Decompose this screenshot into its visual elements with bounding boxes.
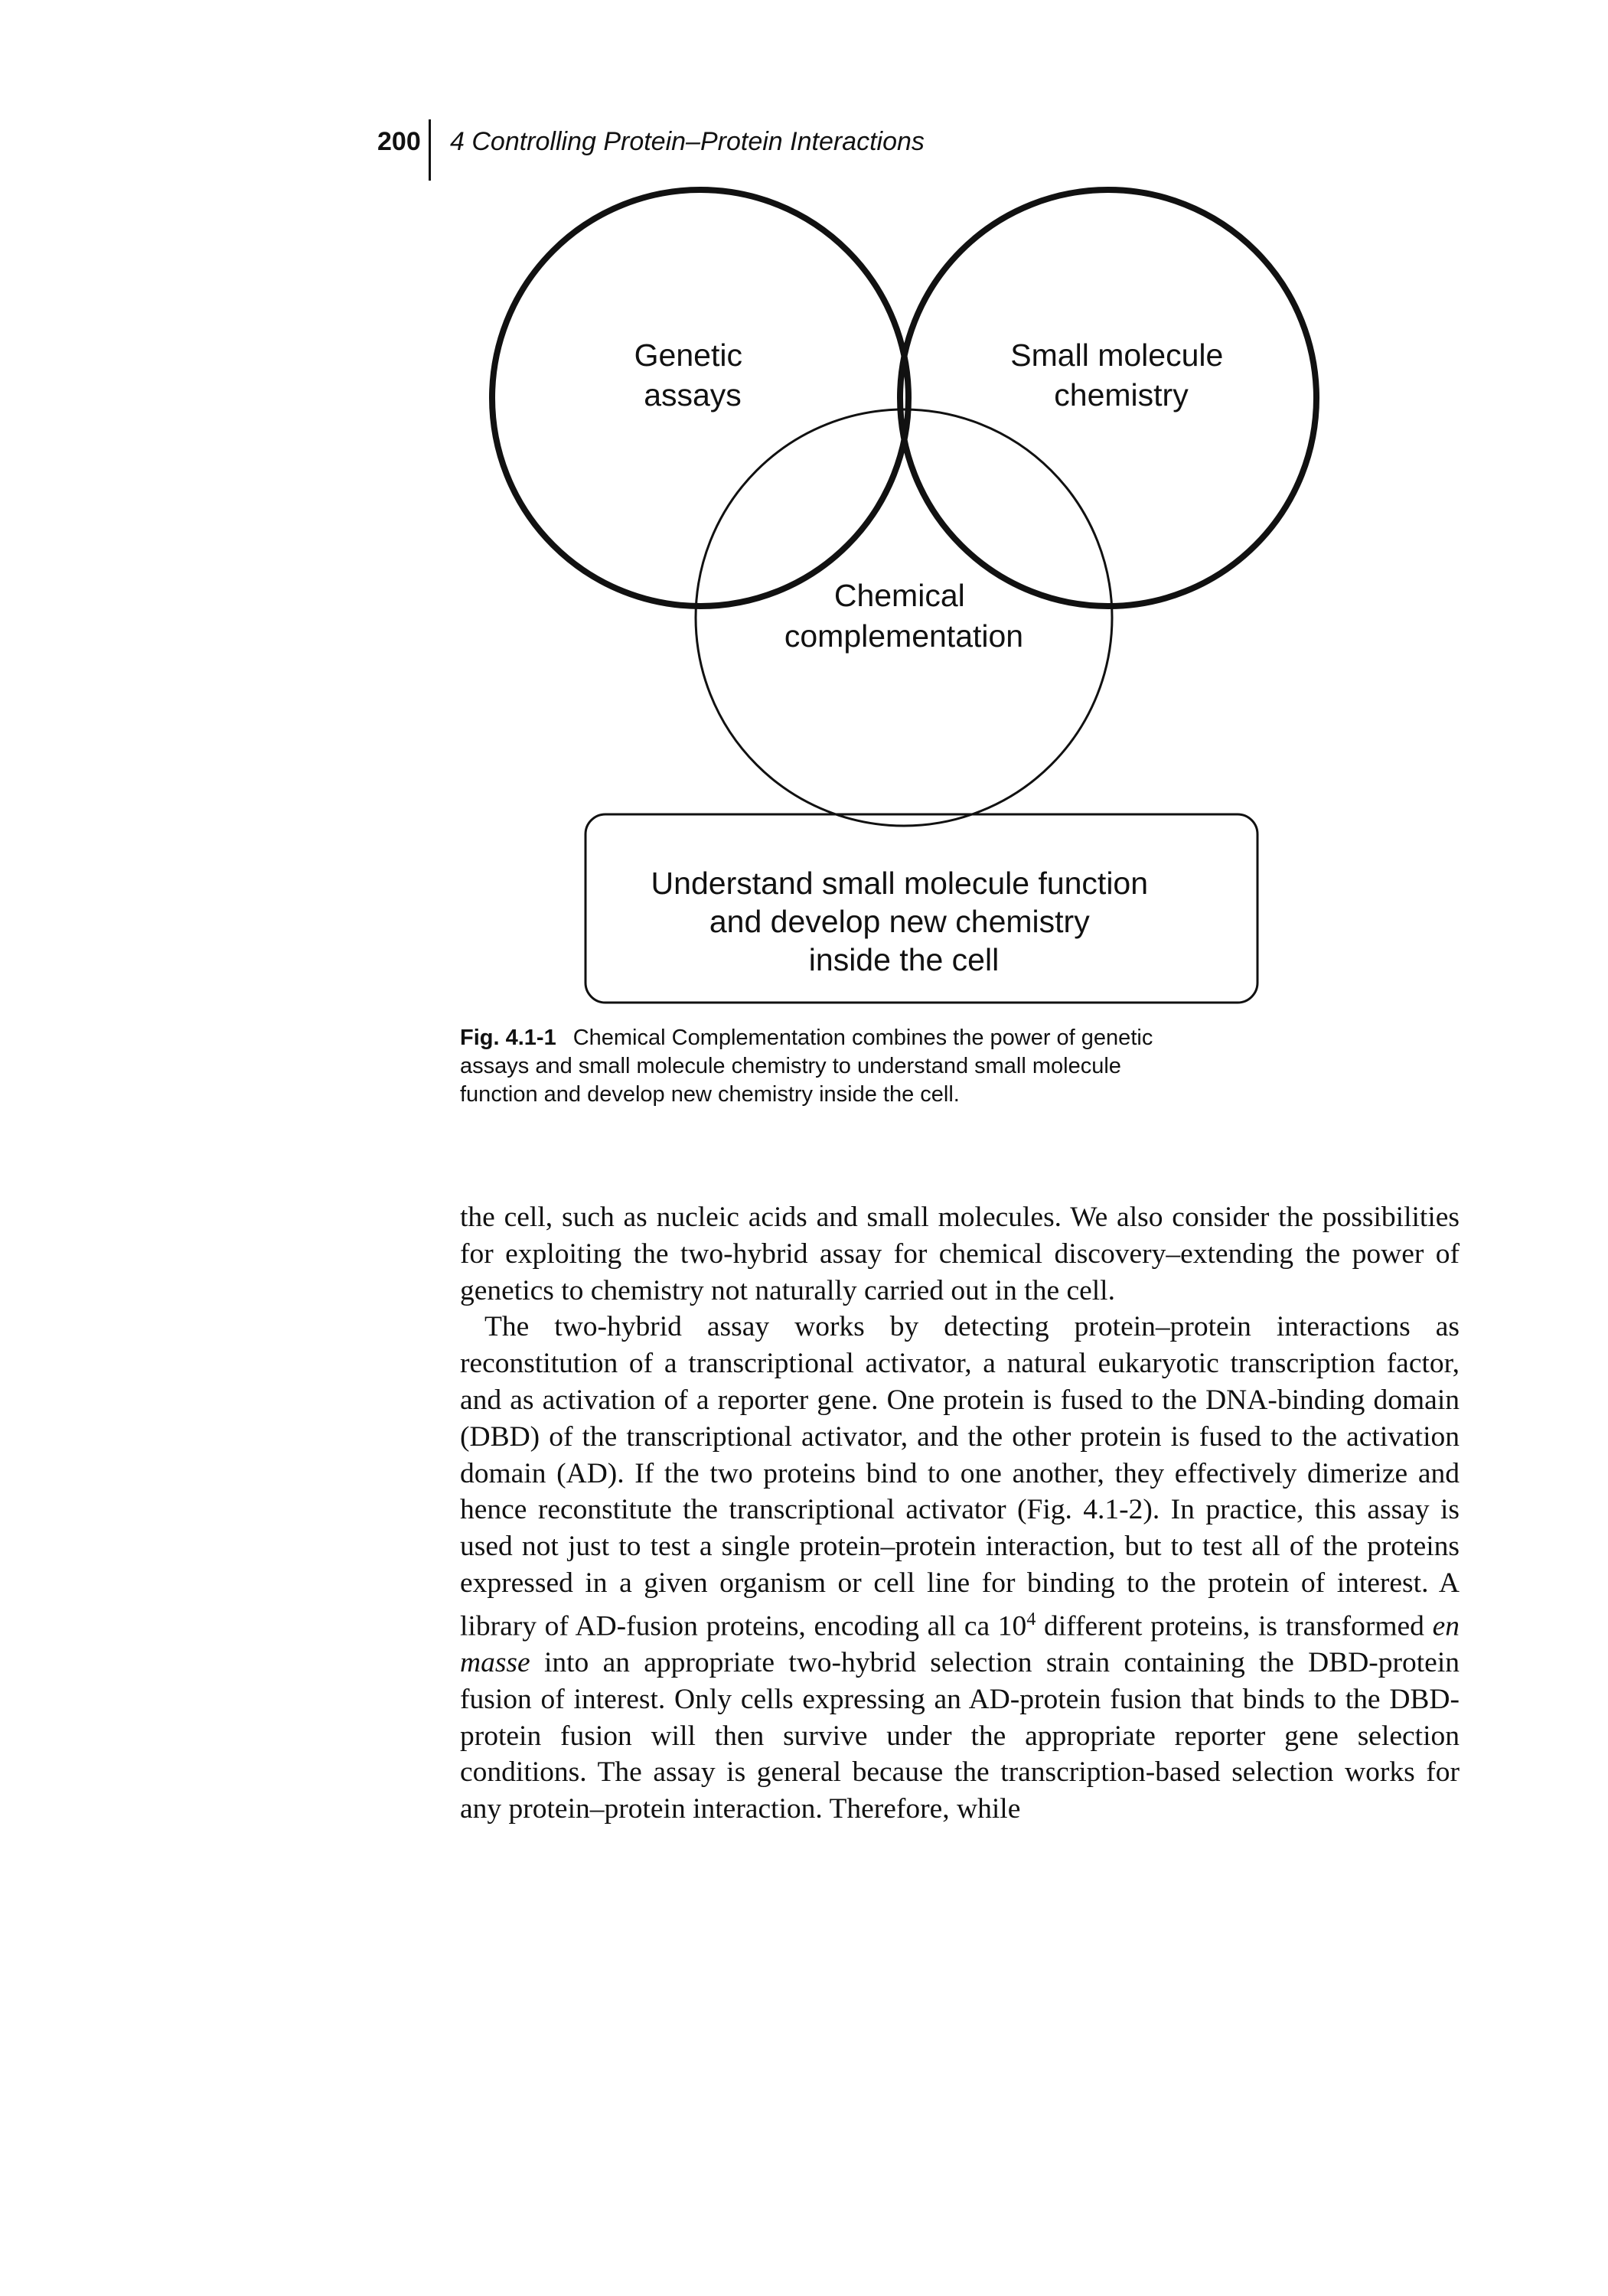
- header-rule: [429, 119, 431, 181]
- circle-chemical-complementation: [694, 408, 1114, 827]
- circle-small-molecule-label: Small molecule chemistry: [1010, 338, 1231, 413]
- paragraph-text: the cell, such as nucleic acids and smal…: [460, 1202, 1460, 1306]
- circle-small-molecule-chemistry: [897, 187, 1319, 609]
- superscript: 4: [1026, 1609, 1036, 1629]
- figure-caption-text: Chemical Complementation combines the po…: [460, 1026, 1153, 1107]
- body-text: the cell, such as nucleic acids and smal…: [460, 1199, 1460, 1828]
- circle-genetic-assays: [489, 187, 912, 609]
- page-number: 200: [377, 127, 421, 156]
- running-head: 4 Controlling Protein–Protein Interactio…: [450, 127, 925, 156]
- paragraph: the cell, such as nucleic acids and smal…: [460, 1199, 1460, 1309]
- circle-chemical-complementation-label: Chemical complementation: [784, 578, 1023, 654]
- paragraph-text: into an appropriate two-hybrid selection…: [460, 1647, 1460, 1825]
- circle-genetic-assays-label: Genetic assays: [634, 338, 752, 413]
- result-box: [584, 813, 1259, 1004]
- paragraph-text: different proteins, is transformed: [1036, 1610, 1433, 1642]
- figure-diagram: Genetic assays Small molecule chemistry …: [489, 187, 1319, 1004]
- figure-caption-label: Fig. 4.1-1: [460, 1026, 556, 1050]
- paragraph-text: The two-hybrid assay works by detecting …: [460, 1311, 1460, 1642]
- paragraph: The two-hybrid assay works by detecting …: [460, 1309, 1460, 1828]
- italic-phrase: en masse: [460, 1610, 1460, 1679]
- result-box-label: Understand small molecule function and d…: [651, 866, 1157, 977]
